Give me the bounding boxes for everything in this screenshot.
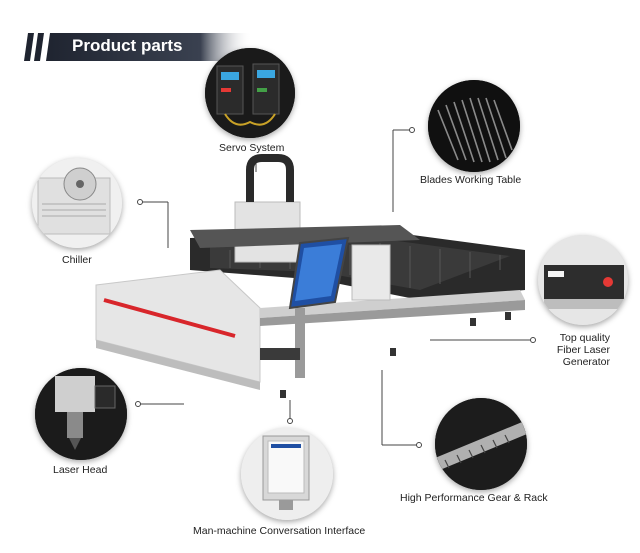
laser-cutting-machine-illustration: [95, 154, 525, 398]
fiber-laser-label-line-3: Generator: [562, 356, 610, 368]
gear-rack-label: High Performance Gear & Rack: [400, 492, 548, 504]
chiller-label: Chiller: [62, 254, 92, 266]
touchscreen-icon: [241, 428, 333, 520]
fiber-laser-label-line-1: Top quality: [559, 332, 610, 344]
banner-title: Product parts: [72, 36, 183, 55]
laser-head-icon: [35, 368, 127, 460]
fiber-laser-generator-label: Top quality Fiber Laser Generator: [550, 332, 610, 368]
chiller-icon: [32, 158, 122, 248]
laser-generator-icon: [538, 235, 628, 325]
hmi-photo: [241, 428, 333, 520]
servo-drive-icon: [205, 48, 295, 138]
fiber-laser-generator-photo: [538, 235, 628, 325]
servo-system-label: Servo System: [219, 142, 285, 154]
fiber-laser-label-line-2: Fiber Laser: [556, 344, 610, 356]
gear-rack-photo: [435, 398, 527, 490]
gear-rack-icon: [435, 398, 527, 490]
blades-working-table-label: Blades Working Table: [420, 174, 522, 186]
chiller-photo: [32, 158, 122, 248]
blades-icon: [428, 80, 520, 172]
laser-head-label: Laser Head: [53, 464, 108, 476]
banner-background: [24, 33, 252, 61]
hmi-label: Man-machine Conversation Interface: [193, 525, 366, 537]
blades-working-table-photo: [428, 80, 520, 172]
laser-head-photo: [35, 368, 127, 460]
servo-system-photo: [205, 48, 295, 138]
